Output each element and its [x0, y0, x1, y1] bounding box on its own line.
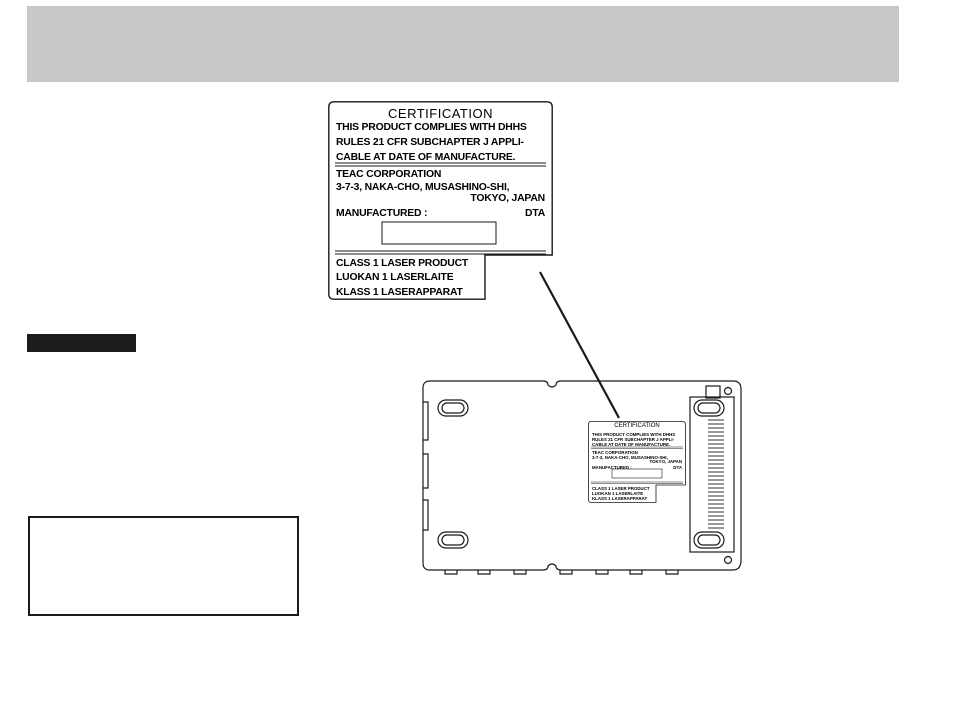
- device-label-miniature: CERTIFICATION THIS PRODUCT COMPLIES WITH…: [588, 421, 686, 503]
- mini-laser-2: LUOKAN 1 LASERLAITE: [592, 491, 644, 496]
- header-band: [27, 6, 899, 82]
- mini-laser-3: KLASS 1 LASERAPPARAT: [592, 496, 648, 501]
- company-line-2: 3-7-3, NAKA-CHO, MUSASHINO-SHI,: [336, 182, 510, 193]
- company-line-3: TOKYO, JAPAN: [470, 193, 545, 204]
- laser-line-2: LUOKAN 1 LASERLAITE: [336, 272, 454, 283]
- manufactured-label: MANUFACTURED :: [336, 208, 428, 219]
- certification-label: CERTIFICATION THIS PRODUCT COMPLIES WITH…: [328, 101, 553, 300]
- mini-label-outline: [588, 421, 686, 503]
- mini-laser-1: CLASS 1 LASER PRODUCT: [592, 486, 650, 491]
- mini-company-3: TOKYO, JAPAN: [649, 459, 682, 464]
- dta-label: DTA: [525, 208, 545, 219]
- laser-line-1: CLASS 1 LASER PRODUCT: [336, 258, 469, 269]
- mini-dta: DTA: [673, 465, 682, 470]
- laser-line-3: KLASS 1 LASERAPPARAT: [336, 287, 463, 298]
- mini-company-1: TEAC CORPORATION: [592, 450, 638, 455]
- mini-manufactured: MANUFACTURED :: [592, 465, 632, 470]
- certification-label-outline: [328, 101, 553, 300]
- company-line-1: TEAC CORPORATION: [336, 169, 442, 180]
- compliance-line-1: THIS PRODUCT COMPLIES WITH DHHS: [336, 122, 527, 133]
- compliance-line-3: CABLE AT DATE OF MANUFACTURE.: [336, 152, 516, 163]
- mini-title: CERTIFICATION: [614, 423, 660, 429]
- mini-compliance-1: THIS PRODUCT COMPLIES WITH DHHS: [592, 432, 676, 437]
- mini-company-2: 3-7-3, NAKA-CHO, MUSASHINO-SHI,: [592, 455, 668, 460]
- label-title: CERTIFICATION: [388, 106, 493, 121]
- section-tab: [27, 334, 136, 352]
- note-box: [28, 516, 299, 616]
- drive-bottom-view: [422, 380, 742, 575]
- compliance-line-2: RULES 21 CFR SUBCHAPTER J APPLI-: [336, 137, 524, 148]
- mini-compliance-3: CABLE AT DATE OF MANUFACTURE.: [592, 442, 671, 447]
- mini-compliance-2: RULES 21 CFR SUBCHAPTER J APPLI-: [592, 437, 675, 442]
